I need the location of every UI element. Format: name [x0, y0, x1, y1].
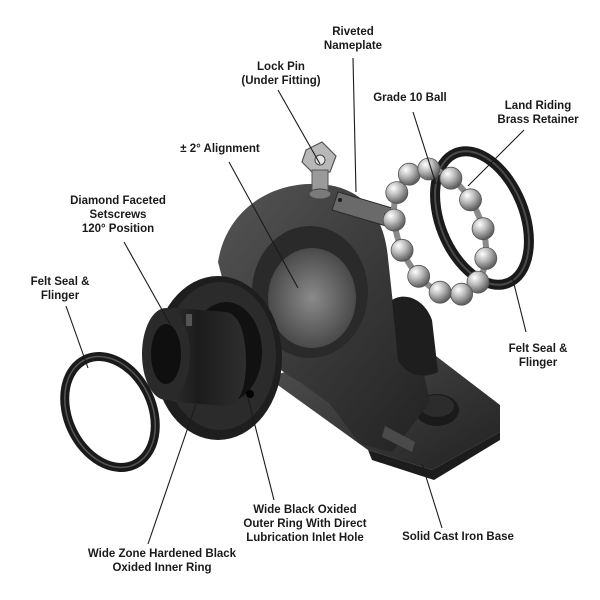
label-riveted-nameplate: Riveted Nameplate — [323, 26, 383, 52]
leader-lock-pin — [277, 89, 321, 165]
insert-bearing — [142, 276, 282, 440]
setscrew — [186, 314, 192, 326]
leader-alignment — [228, 161, 299, 289]
ball — [417, 157, 441, 181]
inner-ring-bore — [151, 324, 181, 384]
lubrication-inlet-hole — [246, 390, 254, 398]
ball — [439, 166, 463, 190]
felt-seal-right — [430, 146, 534, 290]
ball — [428, 280, 452, 304]
label-grade-10-ball: Grade 10 Ball — [373, 92, 447, 104]
leader-ball — [412, 111, 437, 185]
housing-base-side — [368, 432, 500, 480]
leader-retainer — [467, 129, 525, 187]
base-stamp — [382, 426, 415, 452]
ball — [450, 282, 474, 306]
housing-window — [392, 296, 438, 376]
leader-felt-right — [511, 275, 527, 333]
grease-fitting — [301, 141, 337, 200]
ball — [407, 264, 431, 288]
leader-outer-ring — [247, 397, 275, 501]
label-alignment: ± 2° Alignment — [180, 143, 260, 155]
ball — [390, 238, 414, 262]
label-land-riding-retainer: Land Riding Brass Retainer — [497, 100, 579, 126]
ball — [466, 270, 490, 294]
ball — [471, 217, 495, 241]
label-felt-seal-left: Felt Seal & Flinger — [30, 276, 90, 302]
ball — [474, 246, 498, 270]
label-lock-pin: Lock Pin (Under Fitting) — [241, 61, 321, 87]
ball — [397, 162, 421, 186]
cast-iron-housing — [218, 183, 500, 480]
ball — [459, 188, 482, 212]
label-outer-ring: Wide Black Oxided Outer Ring With Direct… — [243, 504, 367, 544]
grade-10-balls — [382, 157, 498, 306]
label-diamond-setscrews: Diamond Faceted Setscrews 120° Position — [70, 195, 166, 235]
ball — [382, 208, 406, 232]
leader-felt-left — [65, 305, 89, 369]
leader-inner-ring — [147, 403, 197, 545]
leader-nameplate — [352, 57, 357, 193]
label-base: Solid Cast Iron Base — [402, 531, 514, 543]
leader-lines — [65, 57, 527, 545]
leader-setscrews — [123, 241, 171, 325]
rivet-left — [338, 198, 342, 202]
housing-bore-surface — [268, 248, 356, 348]
leader-base — [421, 463, 443, 529]
label-inner-ring: Wide Zone Hardened Black Oxided Inner Ri… — [87, 548, 237, 574]
ball — [385, 181, 409, 205]
label-felt-seal-right: Felt Seal & Flinger — [508, 343, 568, 369]
